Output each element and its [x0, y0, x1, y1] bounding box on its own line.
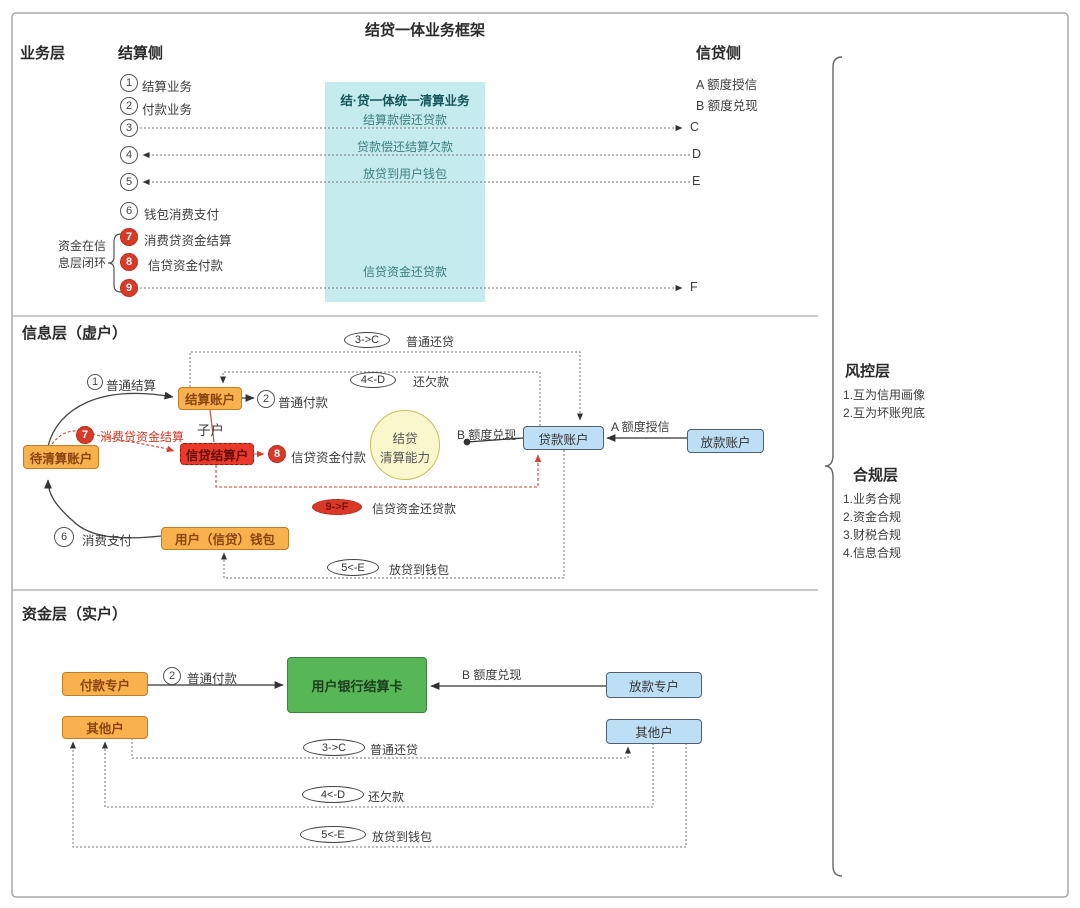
tag-4D-info-label: 还欠款 — [413, 375, 450, 389]
sub-account-label: 子户 — [197, 423, 224, 438]
step-badge-7: 7 — [120, 228, 138, 246]
step-badge-2: 2 — [120, 97, 138, 115]
tag-4D-funds: 4<-D — [302, 786, 364, 803]
tag-5E-info: 5<-E — [327, 559, 379, 576]
step-label-7: 消费贷资金结算 — [144, 234, 232, 248]
normal-payment-label-funds: 普通付款 — [187, 672, 238, 686]
credit-fund-pay-label: 信贷资金付款 — [291, 451, 367, 465]
risk-item-2: 2.互为坏账兜底 — [843, 406, 926, 420]
normal-payment-badge-info: 2 — [257, 390, 275, 408]
clearing-ability-line2: 清算能力 — [379, 451, 430, 465]
credit-side-header: 信贷侧 — [696, 45, 742, 62]
disburse-account-box-info: 放款账户 — [687, 429, 764, 453]
clearing-row-1: 结算款偿还贷款 — [362, 113, 447, 127]
step-badge-1: 1 — [120, 74, 138, 92]
loop-label-line2: 息层闭环 — [57, 256, 106, 270]
tag-3C-funds-label: 普通还贷 — [370, 743, 419, 757]
other-account-left-box: 其他户 — [62, 716, 148, 739]
tag-9F-info: 9->F — [312, 499, 362, 515]
tag-4D-info: 4<-D — [350, 372, 396, 388]
page-title: 结贷一体业务框架 — [364, 22, 485, 39]
tag-5E-funds-label: 放贷到钱包 — [372, 830, 433, 844]
loop-label-line1: 资金在信 — [57, 239, 106, 253]
credit-item-A: A 额度授信 — [696, 78, 758, 92]
step-badge-8: 8 — [120, 253, 138, 271]
tag-4D-funds-label: 还欠款 — [368, 790, 405, 804]
consume-pay-label: 消费支付 — [82, 534, 133, 548]
information-layer-header: 信息层（虚户） — [22, 325, 128, 342]
compliance-item-2: 2.资金合规 — [843, 510, 902, 524]
right-side-brace — [824, 56, 843, 877]
compliance-item-1: 1.业务合规 — [843, 492, 902, 506]
pending-clear-account-box: 待清算账户 — [23, 445, 99, 469]
step-label-8: 信贷资金付款 — [148, 259, 224, 273]
normal-settlement-badge: 1 — [87, 374, 103, 390]
step-label-6: 钱包消费支付 — [144, 208, 220, 222]
clearing-ability-line1: 结贷 — [392, 432, 418, 446]
risk-item-1: 1.互为信用画像 — [843, 388, 926, 402]
user-bank-card-box: 用户银行结算卡 — [287, 657, 427, 713]
credit-settlement-account-box: 信贷结算户 — [180, 443, 254, 465]
consume-loan-settle-badge: 7 — [76, 426, 94, 444]
normal-settlement-label: 普通结算 — [106, 379, 157, 393]
risk-layer-header: 风控层 — [845, 363, 891, 380]
settlement-side-header: 结算侧 — [118, 45, 164, 62]
endpoint-E: E — [692, 174, 701, 188]
clearing-panel-title: 结·贷一体统一清算业务 — [340, 94, 470, 108]
compliance-item-3: 3.财税合规 — [843, 528, 902, 542]
normal-payment-badge-funds: 2 — [163, 667, 181, 685]
business-layer-header: 业务层 — [20, 45, 66, 62]
settlement-account-box: 结算账户 — [178, 387, 242, 410]
endpoint-F: F — [690, 280, 698, 294]
other-account-right-box: 其他户 — [606, 719, 702, 744]
consume-loan-settle-label: 消费贷资金结算 — [100, 430, 185, 444]
step-badge-6: 6 — [120, 202, 138, 220]
outer-border — [11, 12, 1069, 898]
compliance-layer-header: 合规层 — [853, 467, 899, 484]
clearing-row-3: 放贷到用户钱包 — [362, 167, 447, 181]
step-badge-9: 9 — [120, 279, 138, 297]
consume-pay-badge: 6 — [54, 527, 74, 547]
clearing-row-4: 信贷资金还贷款 — [362, 265, 447, 279]
quota-redeem-label-funds: B 额度兑现 — [462, 668, 522, 682]
compliance-item-4: 4.信息合规 — [843, 546, 902, 560]
quota-redeem-label-info: B 额度兑现 — [457, 428, 517, 442]
endpoint-C: C — [690, 120, 700, 134]
user-wallet-box: 用户（信贷）钱包 — [161, 527, 289, 550]
credit-item-B: B 额度兑现 — [696, 99, 758, 113]
tag-3C-info: 3->C — [344, 332, 390, 348]
tag-9F-info-label: 信贷资金还贷款 — [372, 502, 457, 516]
step-badge-5: 5 — [120, 173, 138, 191]
tag-3C-info-label: 普通还贷 — [406, 335, 455, 349]
step-badge-4: 4 — [120, 146, 138, 164]
normal-payment-label-info: 普通付款 — [278, 396, 329, 410]
step-label-2: 付款业务 — [142, 103, 193, 117]
loop-brace — [107, 233, 122, 293]
payment-account-box: 付款专户 — [62, 672, 148, 696]
loan-account-box: 贷款账户 — [523, 426, 604, 450]
quota-grant-label-info: A 额度授信 — [611, 420, 670, 434]
credit-fund-pay-badge: 8 — [268, 445, 286, 463]
tag-5E-info-label: 放贷到钱包 — [389, 563, 450, 577]
tag-5E-funds: 5<-E — [300, 826, 366, 843]
step-label-1: 结算业务 — [142, 80, 193, 94]
step-badge-3: 3 — [120, 119, 138, 137]
endpoint-D: D — [692, 147, 702, 161]
clearing-row-2: 贷款偿还结算欠款 — [356, 140, 453, 154]
disburse-account-box-funds: 放款专户 — [606, 672, 702, 698]
funds-layer-header: 资金层（实户） — [22, 606, 128, 623]
clearing-ability-circle: 结贷 清算能力 — [370, 410, 440, 480]
tag-3C-funds: 3->C — [303, 739, 365, 756]
